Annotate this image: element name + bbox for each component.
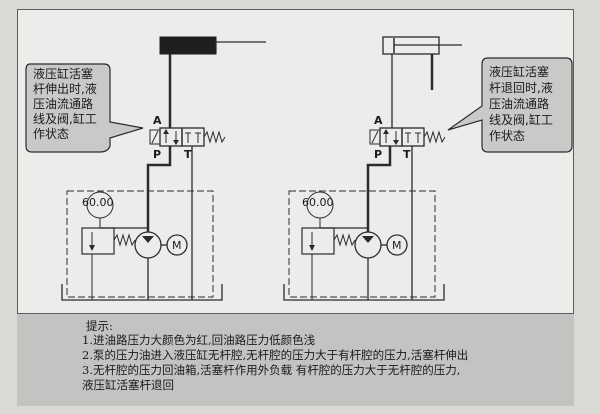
- left-port-t: T: [184, 148, 192, 161]
- right-cylinder: [382, 36, 462, 55]
- right-gauge-value: 60.00: [302, 196, 334, 209]
- left-motor: M: [166, 234, 188, 256]
- right-callout-line-3: 压油流通路: [489, 96, 549, 111]
- right-callout-line-5: 作状态: [489, 129, 525, 143]
- right-motor: M: [386, 234, 408, 256]
- right-callout-text: 液压缸活塞 杆退回时,液 压油流通路 线及阀,缸工 作状态: [489, 64, 557, 143]
- hint-line-4: 液压缸活塞杆退回: [82, 378, 174, 392]
- left-directional-valve: [149, 127, 226, 147]
- left-callout-text: 液压缸活塞 杆伸出时,液 压油流通路 线及阀,缸工 作状态: [33, 66, 101, 141]
- right-callout-line-2: 杆退回时,液: [489, 80, 553, 95]
- right-port-p: P: [374, 148, 382, 161]
- right-relief-valve: [301, 227, 368, 300]
- right-directional-valve: [369, 127, 446, 147]
- left-circuit: 液压缸活塞 杆伸出时,液 压油流通路 线及阀,缸工 作状态: [25, 36, 266, 301]
- right-pressure-gauge: 60.00: [302, 191, 334, 228]
- left-relief-valve: [81, 227, 148, 300]
- left-callout-line-3: 压油流通路: [33, 96, 93, 111]
- right-port-a: A: [374, 114, 383, 127]
- left-motor-label: M: [172, 239, 182, 252]
- left-gauge-value: 60.00: [82, 196, 114, 209]
- right-pump: [354, 231, 388, 300]
- left-callout-line-5: 作状态: [33, 127, 69, 141]
- left-callout-line-1: 液压缸活塞: [33, 66, 93, 81]
- left-port-p: P: [153, 148, 161, 161]
- right-callout-line-4: 线及阀,缸工: [489, 112, 553, 127]
- left-pump: [134, 231, 168, 300]
- left-pressure-gauge: 60.00: [82, 191, 114, 228]
- left-callout-bubble: [25, 63, 144, 153]
- right-callout-bubble: [447, 57, 573, 153]
- right-port-t: T: [403, 148, 411, 161]
- right-callout-line-1: 液压缸活塞: [489, 64, 549, 79]
- left-callout-line-4: 线及阀,缸工: [33, 111, 97, 126]
- hint-box: [17, 313, 574, 406]
- left-port-a: A: [153, 114, 162, 127]
- right-motor-label: M: [392, 239, 402, 252]
- left-callout-line-2: 杆伸出时,液: [33, 81, 97, 96]
- right-circuit: A P T 液压缸活塞 杆退回时,液 压油流通路 线及阀,缸工 作状态: [283, 36, 573, 301]
- left-cylinder: [159, 36, 266, 55]
- hint-line-3: 3.无杆腔的压力回油箱,活塞杆作用外负载 有杆腔的压力大于无杆腔的压力,: [82, 363, 461, 377]
- hint-line-1: 1.进油路压力大颜色为红,回油路压力低颜色浅: [82, 333, 316, 347]
- hint-title: 提示:: [86, 319, 113, 333]
- hint-line-2: 2.泵的压力油进入液压缸无杆腔,无杆腔的压力大于有杆腔的压力,活塞杆伸出: [82, 348, 469, 362]
